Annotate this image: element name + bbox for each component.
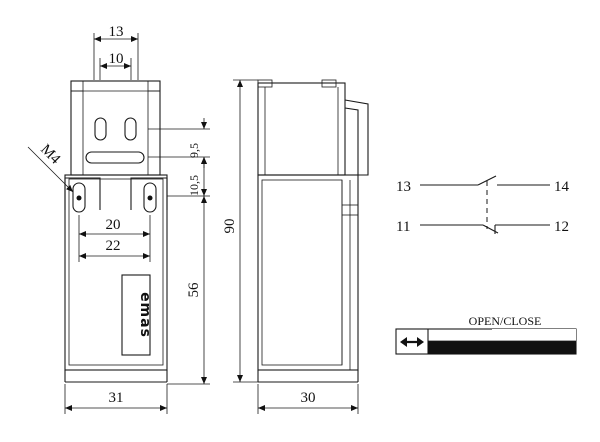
open-close-label: OPEN/CLOSE bbox=[469, 314, 542, 328]
dim-31: 31 bbox=[109, 390, 124, 406]
no-contact-blade bbox=[477, 175, 497, 186]
front-view: 13 10 emas M4 20 22 bbox=[27, 24, 210, 414]
actuator-head bbox=[70, 80, 161, 176]
body-inner-edge bbox=[68, 178, 164, 366]
mount-ear-left bbox=[64, 177, 101, 210]
nc-contact-blade bbox=[482, 224, 499, 234]
double-arrow-icon bbox=[400, 337, 424, 347]
contact-12-label: 12 bbox=[554, 219, 569, 235]
contact-diagram: 13 14 11 12 bbox=[396, 175, 570, 235]
side-body bbox=[257, 174, 359, 371]
open-close-diagram: OPEN/CLOSE bbox=[395, 314, 577, 355]
key-slot bbox=[85, 151, 145, 164]
svg-text:emas: emas bbox=[137, 292, 153, 338]
dim-90: 90 bbox=[222, 219, 238, 234]
dim-30: 30 bbox=[301, 390, 316, 406]
dim-13: 13 bbox=[109, 24, 124, 40]
contact-14-label: 14 bbox=[554, 179, 570, 195]
head-corner-right bbox=[147, 80, 161, 92]
mount-hole-left bbox=[72, 182, 86, 213]
side-head bbox=[257, 82, 346, 176]
contact-11-label: 11 bbox=[396, 219, 410, 235]
dim-20: 20 bbox=[106, 217, 121, 233]
slot-right bbox=[124, 117, 137, 141]
side-view: 90 30 bbox=[222, 79, 369, 414]
actuator-key bbox=[344, 99, 369, 176]
closed-segment-2 bbox=[492, 341, 576, 354]
mount-hole-right bbox=[143, 182, 157, 213]
dim-56: 56 bbox=[186, 282, 202, 298]
brand-logo: emas bbox=[121, 274, 153, 356]
closed-segment-1 bbox=[428, 341, 492, 354]
dim-10-5: 10,5 bbox=[187, 175, 201, 196]
mount-ear-right bbox=[130, 177, 168, 210]
dim-10: 10 bbox=[109, 51, 124, 67]
head-corner-left bbox=[70, 80, 84, 92]
slot-left bbox=[94, 117, 107, 141]
switch-body bbox=[64, 174, 168, 371]
contact-13-label: 13 bbox=[396, 179, 411, 195]
dim-9-5: 9,5 bbox=[187, 143, 201, 158]
thread-label-m4: M4 bbox=[37, 142, 63, 168]
dim-22: 22 bbox=[106, 238, 121, 254]
